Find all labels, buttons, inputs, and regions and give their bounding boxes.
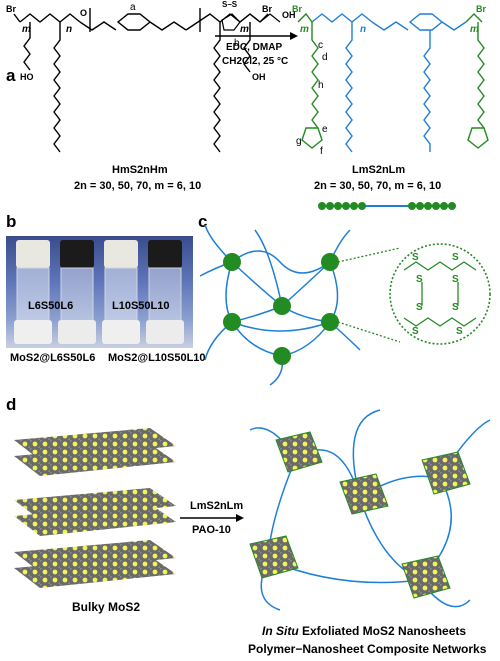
reaction-arrowhead-d (236, 514, 244, 522)
vials-photo (6, 236, 193, 348)
bulk-mos2-stacks (14, 428, 176, 588)
vial-caption-1: MoS2@L6S50L6 (10, 352, 96, 364)
reagent-structure (221, 13, 281, 31)
reagent-ss: S–S (222, 0, 238, 9)
exfoliated-nanosheets (249, 431, 471, 599)
zoom-s-8: S (456, 326, 463, 337)
product-schematic-bar (318, 202, 456, 210)
reactant-conditions: 2n = 30, 50, 70, m = 6, 10 (74, 180, 202, 192)
atom-label-f: f (320, 146, 323, 157)
vial-caption-2: MoS2@L10S50L10 (108, 352, 206, 364)
composite-caption-italic: In Situ (262, 624, 299, 638)
composite-caption-line-2: Polymer−Nanosheet Composite Networks (248, 642, 487, 656)
composite-caption-rest: Exfoliated MoS2 Nanosheets (298, 624, 467, 638)
atom-label-g: g (296, 136, 302, 147)
network-nodes (223, 253, 339, 365)
subscript-n-2: n (360, 24, 367, 35)
zoom-s-1: S (412, 252, 419, 263)
end-group-o: O (80, 8, 88, 18)
reagent-line-1: EDC, DMAP (226, 42, 283, 53)
zoom-line-top (337, 247, 401, 263)
atom-label-a: a (130, 2, 136, 13)
arrow-d-bottom-label: PAO-10 (192, 524, 231, 536)
atom-label-c: c (318, 40, 323, 51)
zoom-s-3: S (416, 274, 423, 285)
vial-label-2: L10S50L10 (112, 300, 170, 312)
end-group-br-1: Br (6, 4, 17, 14)
reactant-structure (13, 8, 269, 153)
subscript-m-3: m (300, 24, 309, 35)
reaction-arrowhead-a (290, 32, 298, 40)
zoom-circle (389, 243, 491, 345)
reagent-oh: OH (282, 10, 296, 20)
panel-label-b: b (6, 212, 17, 231)
composite-caption-line-1: In Situ Exfoliated MoS2 Nanosheets (262, 624, 466, 638)
vial-label-1: L6S50L6 (28, 300, 74, 312)
atom-label-d: d (322, 52, 328, 63)
zoom-line-bottom (337, 321, 401, 343)
product-conditions: 2n = 30, 50, 70, m = 6, 10 (314, 180, 442, 192)
product-lipoate-green (297, 12, 489, 149)
subscript-m-1: m (22, 24, 31, 35)
subscript-m-2: m (240, 24, 249, 35)
subscript-m-4: m (470, 24, 479, 35)
zoom-s-6: S (452, 302, 459, 313)
product-name: LmS2nLm (352, 164, 406, 176)
atom-label-h: h (318, 80, 324, 91)
subscript-n-1: n (66, 24, 73, 35)
end-group-br-3: Br (292, 4, 303, 14)
end-group-oh: OH (252, 72, 266, 82)
zoom-disulfide-bonds (403, 261, 477, 327)
panel-label-c: c (198, 212, 208, 231)
panel-label-a: a (6, 66, 16, 85)
zoom-s-5: S (416, 302, 423, 313)
end-group-br-4: Br (476, 4, 487, 14)
end-group-ho: HO (20, 72, 34, 82)
end-group-br-2: Br (262, 4, 273, 14)
reagent-line-2: CH2Cl2, 25 °C (222, 56, 289, 67)
panel-label-d: d (6, 395, 17, 414)
atom-label-b: b (234, 38, 240, 49)
reactant-name: HmS2nHm (112, 164, 168, 176)
product-backbone-blue (311, 13, 467, 153)
zoom-s-4: S (452, 274, 459, 285)
zoom-s-7: S (412, 326, 419, 337)
vials-drawing (14, 240, 184, 344)
zoom-s-2: S (452, 252, 459, 263)
bulk-mos2-caption: Bulky MoS2 (72, 600, 141, 614)
atom-label-e: e (322, 124, 328, 135)
arrow-d-top-label: LmS2nLm (190, 500, 244, 512)
